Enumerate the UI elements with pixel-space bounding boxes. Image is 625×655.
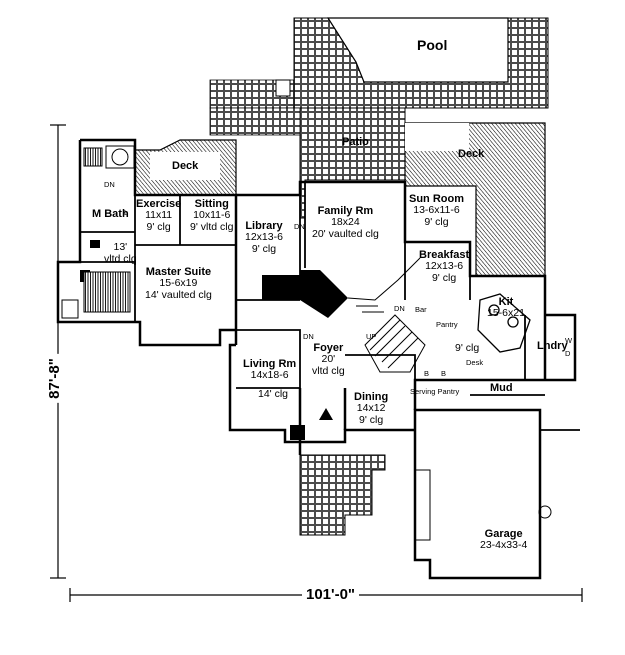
room-ceiling: 9' clg: [251, 243, 277, 256]
room-library: Library 12x13-6 9' clg: [245, 220, 283, 256]
room-garage: Garage 23-4x33-4: [480, 528, 527, 552]
room-living-ceiling: 14' clg: [258, 388, 289, 401]
room-size: 13-6x11-6: [413, 204, 460, 217]
deck-left-area: [134, 139, 237, 196]
room-name: M Bath: [92, 208, 129, 220]
dn-stair-label: DN: [394, 304, 405, 313]
b2-label: B: [441, 369, 447, 378]
room-family: Family Rm 18x24 20' vaulted clg: [312, 205, 379, 241]
d-label: D: [565, 349, 571, 358]
room-exercise: Exercise 11x11 9' clg: [136, 198, 181, 234]
room-mud: Mud: [490, 382, 513, 394]
room-name: Breakfast: [419, 249, 470, 261]
deck-right-name: Deck: [458, 148, 485, 160]
room-ceiling: vltd clg: [312, 365, 345, 378]
room-ceiling: 9' clg: [455, 342, 480, 354]
room-name: Kit: [498, 296, 514, 308]
patio-name: Patio: [342, 136, 369, 148]
room-size: 10x11-6: [193, 209, 231, 222]
room-size: 12x13-6: [245, 231, 283, 244]
room-name: Sitting: [194, 198, 229, 210]
room-name: Lndry: [537, 340, 568, 352]
room-kitchen: Kit 15-6x21: [487, 296, 525, 320]
interior-walls: [80, 182, 580, 431]
room-ceiling: 9' vltd clg: [190, 221, 234, 234]
w-label: W: [565, 336, 573, 345]
room-ceiling: 9' clg: [424, 216, 449, 229]
pool-label: Pool: [417, 37, 448, 53]
room-ceiling-2: vltd clg: [104, 252, 137, 265]
room-mbath-ceiling: 13' vltd clg: [104, 241, 137, 266]
room-foyer: Foyer 20' vltd clg: [312, 342, 345, 378]
deck-right-area: [404, 122, 546, 277]
room-laundry: Lndry: [537, 340, 568, 352]
kitchen-island: [477, 293, 531, 353]
room-size: 15-6x21: [487, 307, 525, 320]
entry-arrow-icon: [319, 408, 333, 420]
dn-foyer-label: DN: [303, 332, 314, 341]
room-kitchen-ceiling: 9' clg: [455, 342, 480, 355]
room-size: 12x13-6: [425, 260, 464, 273]
width-dimension: 101'-0": [302, 586, 360, 603]
room-size: 23-4x33-4: [480, 539, 528, 552]
room-size: 14x12: [356, 402, 386, 415]
patio-area: [209, 107, 406, 219]
room-size: 11x11: [145, 209, 173, 222]
deck-left-name: Deck: [172, 160, 199, 172]
room-size: 20': [321, 353, 336, 366]
bar-label: Bar: [415, 305, 427, 314]
pantry-label: Pantry: [436, 320, 458, 329]
dn-library-label: DN: [294, 222, 305, 231]
room-ceiling: 13': [113, 241, 128, 253]
room-sitting: Sitting 10x11-6 9' vltd clg: [190, 198, 233, 234]
pool-deck-paving: [209, 17, 549, 109]
room-name: Family Rm: [317, 205, 374, 217]
room-name: Library: [245, 220, 283, 232]
room-ceiling: 9' clg: [431, 272, 457, 285]
room-ceiling: 9' clg: [146, 221, 171, 234]
desk-label: Desk: [466, 358, 484, 367]
room-name: Dining: [354, 391, 389, 403]
room-name: Living Rm: [243, 358, 297, 370]
patio-label: Patio: [342, 136, 369, 148]
room-name: Garage: [484, 528, 523, 540]
room-name: Mud: [490, 382, 513, 394]
front-walk-paving: [299, 454, 386, 536]
room-master-suite: Master Suite 15-6x19 14' vaulted clg: [145, 266, 212, 302]
room-breakfast: Breakfast 12x13-6 9' clg: [419, 249, 469, 285]
room-name: Sun Room: [409, 193, 464, 205]
room-name: Foyer: [313, 342, 344, 354]
up-stair-label: UP: [366, 332, 377, 341]
room-size: 18x24: [331, 216, 360, 229]
room-living: Living Rm 14x18-6: [243, 358, 296, 382]
room-size: 15-6x19: [159, 277, 198, 290]
room-size: 14x18-6: [250, 369, 289, 382]
room-sunroom: Sun Room 13-6x11-6 9' clg: [409, 193, 464, 229]
fireplaces: [80, 240, 348, 440]
dn-bath-label: DN: [104, 180, 115, 189]
garage-details: [415, 469, 552, 541]
room-ceiling: 14' vaulted clg: [145, 289, 212, 302]
b1-label: B: [424, 369, 430, 378]
deck-left-label: Deck: [172, 160, 198, 172]
deck-right-label: Deck: [458, 148, 484, 160]
room-ceiling: 20' vaulted clg: [312, 228, 379, 241]
serving-pantry-label: Serving Pantry: [410, 387, 460, 396]
bath-fixtures: [61, 145, 135, 319]
room-ceiling: 14' clg: [258, 388, 289, 400]
room-ceiling: 9' clg: [359, 414, 384, 427]
room-dining: Dining 14x12 9' clg: [354, 391, 388, 427]
room-mbath: M Bath: [92, 208, 129, 220]
room-name: Master Suite: [145, 266, 212, 278]
stairs: [347, 257, 426, 373]
depth-dimension: 87'-8": [45, 354, 63, 403]
l-label: L: [124, 208, 129, 217]
room-name: Exercise: [136, 198, 182, 210]
